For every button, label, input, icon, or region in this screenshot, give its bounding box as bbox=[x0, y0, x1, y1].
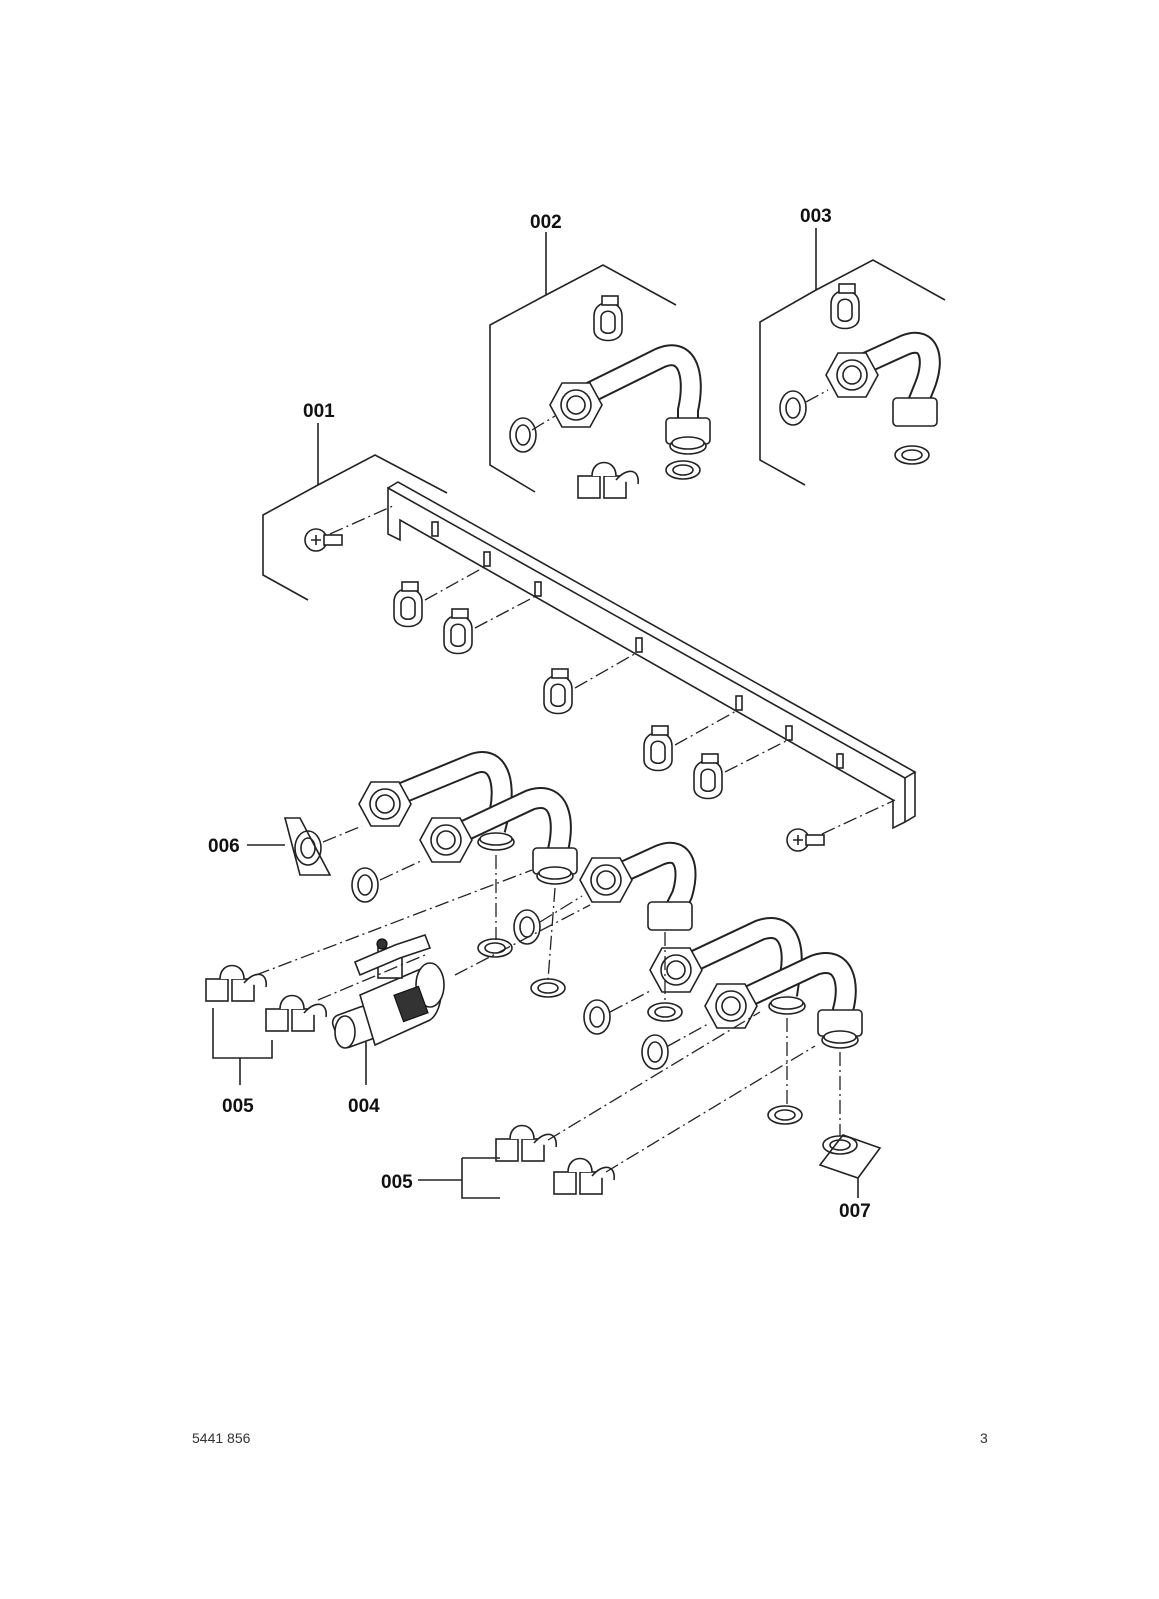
callout-006-leader bbox=[247, 817, 332, 876]
washer-003 bbox=[779, 390, 807, 426]
clip-003 bbox=[830, 283, 860, 330]
callout-005-left: 005 bbox=[222, 1096, 254, 1117]
washer-002 bbox=[509, 417, 537, 453]
kit-003-bracket bbox=[759, 228, 946, 486]
mounting-rail bbox=[387, 481, 917, 830]
callout-004: 004 bbox=[348, 1096, 380, 1117]
kit-002 bbox=[489, 232, 711, 499]
block-clip-005-c bbox=[495, 1124, 558, 1162]
kit-002-bracket bbox=[489, 232, 677, 493]
block-clip-002 bbox=[577, 461, 640, 499]
document-number: 5441 856 bbox=[192, 1430, 251, 1446]
callout-007: 007 bbox=[839, 1201, 871, 1222]
washer-006 bbox=[294, 830, 322, 866]
callout-005-right-leader bbox=[418, 1157, 500, 1199]
rail-clip-1 bbox=[393, 581, 423, 628]
callout-007-leader bbox=[818, 1134, 882, 1198]
screw-left bbox=[304, 528, 343, 552]
block-clip-005-b bbox=[265, 994, 328, 1032]
page-number: 3 bbox=[980, 1430, 988, 1446]
flat-washer-002 bbox=[665, 460, 701, 480]
block-clip-005-a bbox=[205, 964, 268, 1002]
rail-clip-3 bbox=[543, 668, 573, 715]
rail-clip-4 bbox=[643, 725, 673, 772]
pipe-elbow-002 bbox=[549, 344, 711, 455]
pipe-elbow-003 bbox=[825, 331, 941, 427]
kit-001 bbox=[262, 423, 917, 852]
callout-005-left-leader bbox=[212, 1008, 273, 1085]
kit-003 bbox=[759, 228, 946, 486]
callout-002: 002 bbox=[530, 212, 562, 233]
lower-pipe-assembly bbox=[205, 751, 882, 1199]
rail-clip-2 bbox=[443, 608, 473, 655]
ball-valve-004 bbox=[331, 933, 445, 1049]
block-clip-005-d bbox=[553, 1157, 616, 1195]
rail-clip-5 bbox=[693, 753, 723, 800]
screw-right bbox=[786, 828, 825, 852]
callout-006: 006 bbox=[208, 836, 240, 857]
callout-001: 001 bbox=[303, 401, 335, 422]
callout-003: 003 bbox=[800, 206, 832, 227]
flat-washer-003 bbox=[894, 445, 930, 465]
kit-001-bracket bbox=[262, 423, 448, 601]
clip-002 bbox=[593, 295, 623, 342]
callout-005-right: 005 bbox=[381, 1172, 413, 1193]
